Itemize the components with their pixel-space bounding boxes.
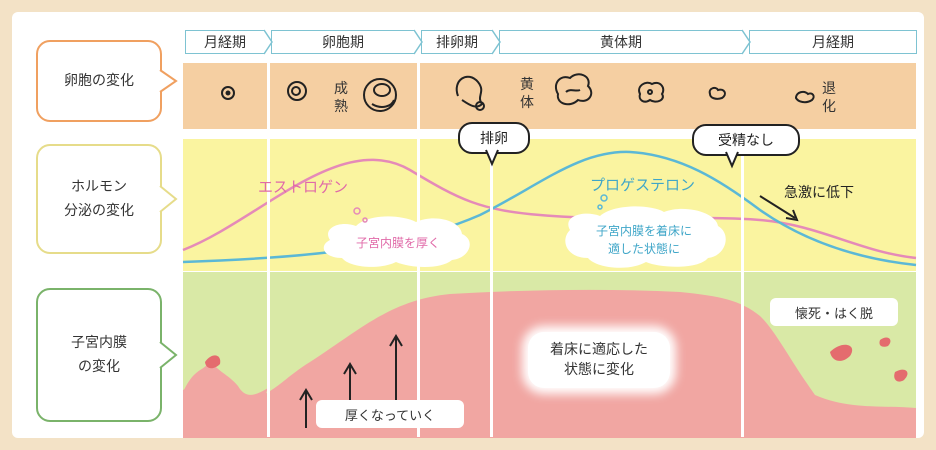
phase-tab-luteal: 黄体期	[499, 30, 743, 54]
cloud-progesterone-text: 子宮内膜を着床に適した状態に	[595, 224, 692, 256]
label-thickening: 厚くなっていく	[316, 400, 464, 428]
callout-no-fertilization: 受精なし	[692, 124, 800, 156]
phase-tab-follicular: 卵胞期	[271, 30, 415, 54]
label-estrogen: エストロゲン	[258, 178, 349, 196]
label-regress-1: 退	[822, 81, 836, 97]
phase-tab-menstrual-2: 月経期	[749, 30, 917, 54]
cloud-estrogen-text: 子宮内膜を厚く	[355, 236, 440, 250]
label-necrosis: 懐死・はく脱	[770, 298, 898, 326]
label-sharp-drop: 急激に低下	[784, 185, 854, 201]
label-corpus-2: 体	[520, 95, 534, 111]
divider-4	[741, 150, 744, 437]
label-implantation: 着床に適応した状態に変化	[528, 332, 670, 388]
hormone-band	[183, 139, 916, 271]
divider-2	[417, 63, 420, 437]
row-label-follicle: 卵胞の変化	[36, 40, 162, 122]
label-mature-2: 熟	[334, 99, 348, 115]
phase-tab-chevrons	[263, 29, 751, 55]
phase-tab-ovulation: 排卵期	[421, 30, 493, 54]
callout-tails	[485, 149, 739, 169]
callout-ovulation: 排卵	[458, 122, 530, 154]
label-mature-1: 成	[334, 81, 348, 97]
divider-1	[267, 63, 270, 437]
phase-tab-menstrual-1: 月経期	[185, 30, 265, 54]
label-regress-2: 化	[822, 99, 836, 115]
label-corpus-1: 黄	[520, 77, 534, 93]
divider-3	[490, 150, 493, 437]
label-progesterone: プロゲステロン	[590, 176, 696, 194]
